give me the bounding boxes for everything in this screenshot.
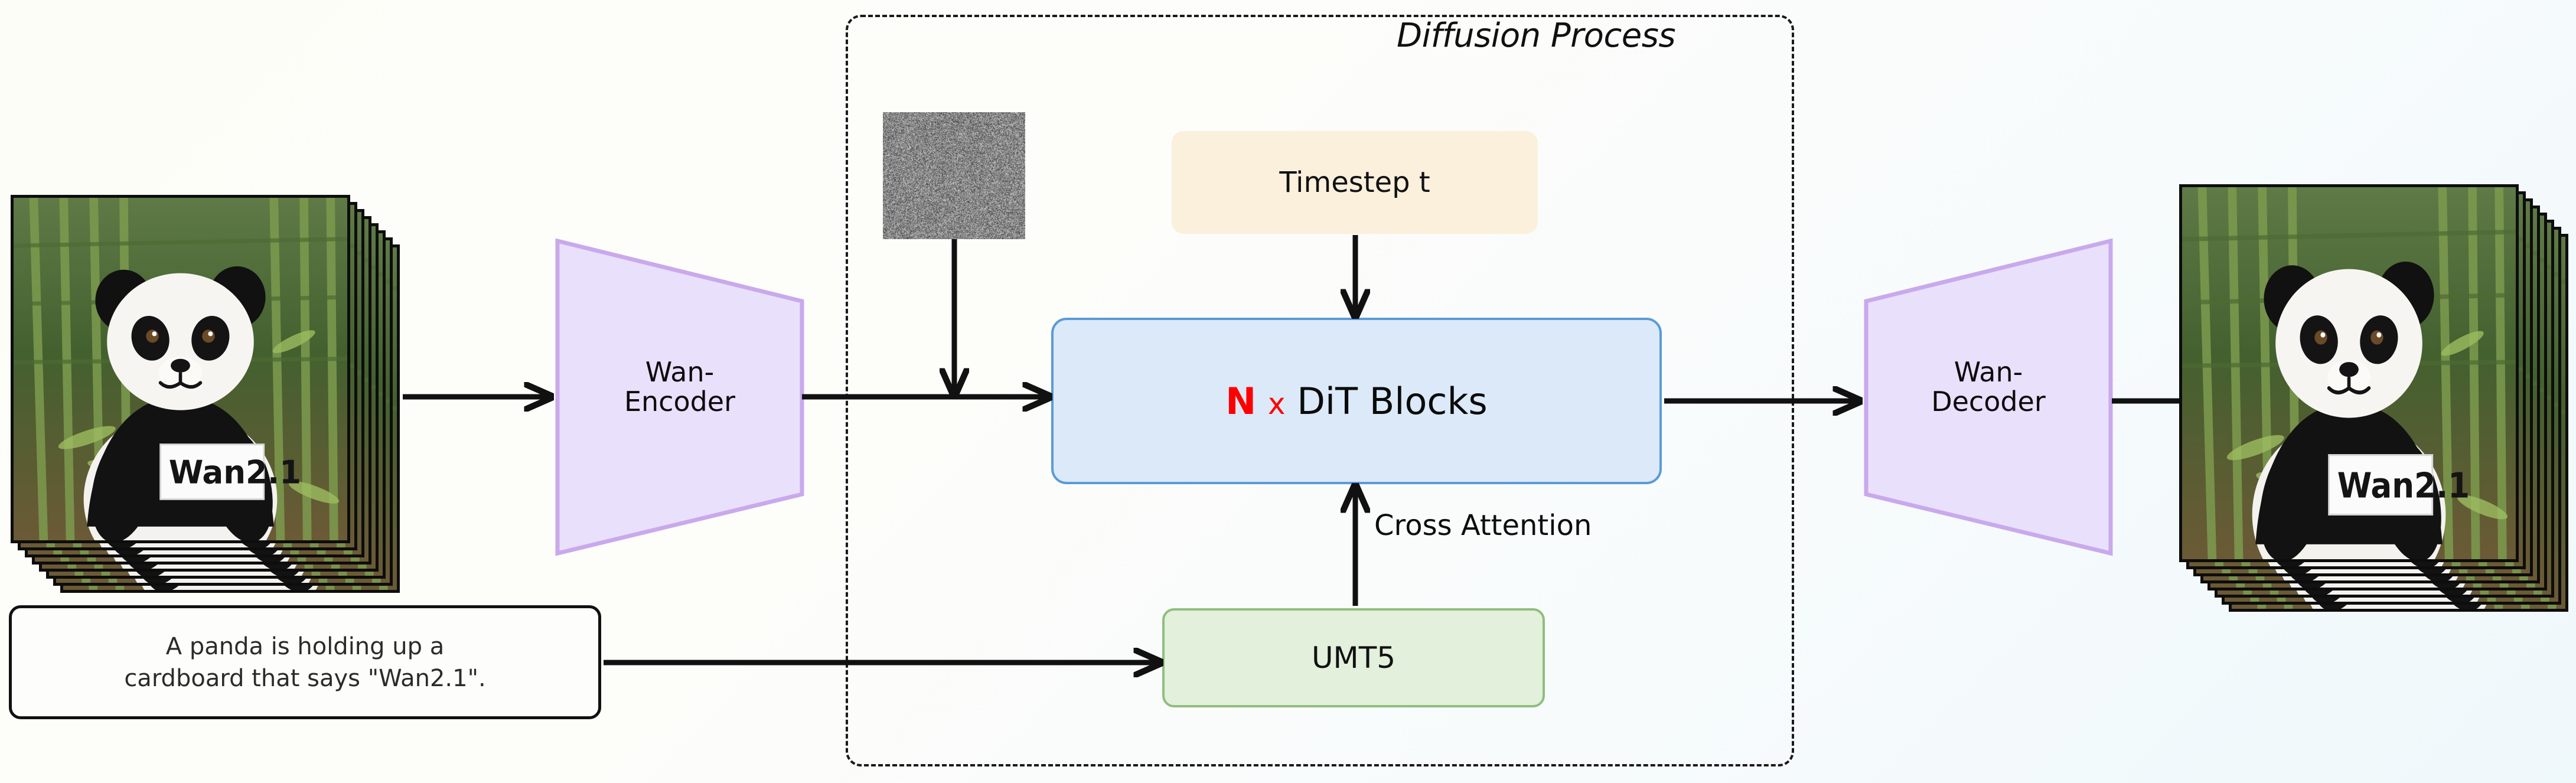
umt5-node[interactable]: UMT5 [1162, 608, 1545, 707]
cross-attention-label: Cross Attention [1374, 509, 1592, 542]
text-prompt-value: A panda is holding up a cardboard that s… [124, 632, 486, 692]
input-video-stack: Wan2.1 [11, 195, 400, 593]
text-prompt-node[interactable]: A panda is holding up a cardboard that s… [9, 605, 601, 719]
svg-text:Wan2.1: Wan2.1 [2337, 466, 2470, 506]
wan-decoder-label: Wan- Decoder [1931, 356, 2046, 417]
noise-latent-patch [883, 112, 1025, 239]
encoder-trapezoid-shape [555, 238, 804, 556]
timestep-node[interactable]: Timestep t [1172, 131, 1538, 234]
decoder-trapezoid-shape [1864, 238, 2113, 556]
dit-blocks-text: DiT Blocks [1297, 379, 1488, 423]
wan-decoder-node[interactable]: Wan- Decoder [1861, 236, 2115, 558]
dit-n-multiplier: N [1225, 379, 1257, 423]
diffusion-process-container [846, 15, 1794, 766]
wan-encoder-node[interactable]: Wan- Encoder [553, 236, 807, 558]
timestep-label: Timestep t [1279, 166, 1430, 199]
dit-x-symbol: x [1267, 386, 1286, 421]
diffusion-process-label: Diffusion Process [1397, 17, 1676, 55]
svg-text:Wan2.1: Wan2.1 [169, 454, 301, 491]
output-video-stack: Wan2.1 [2179, 184, 2569, 612]
video-frame-front: Wan2.1 [2179, 184, 2519, 562]
dit-blocks-label: N x DiT Blocks [1225, 380, 1487, 423]
umt5-label: UMT5 [1311, 641, 1396, 675]
video-frame-front: Wan2.1 [11, 195, 350, 543]
wan-encoder-label: Wan- Encoder [624, 356, 736, 417]
